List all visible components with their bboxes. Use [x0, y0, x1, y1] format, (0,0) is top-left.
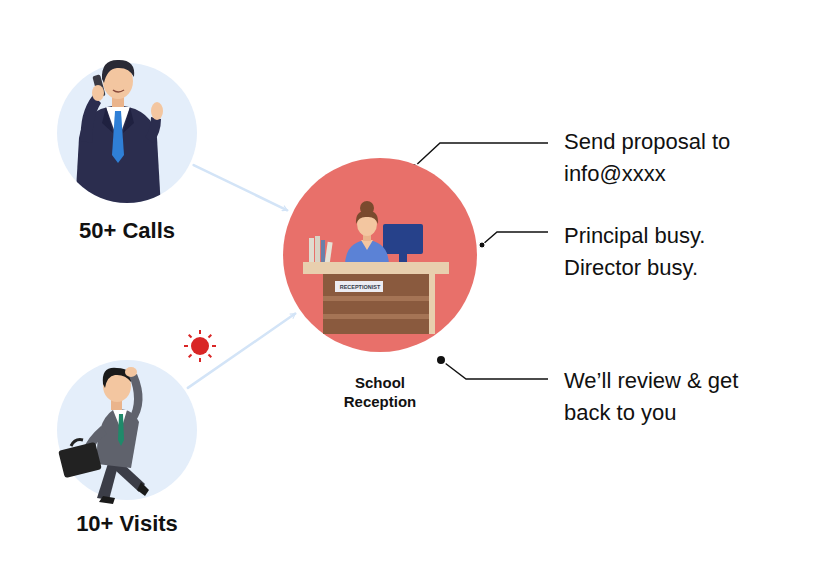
caption-holder: 50+ Calls: [47, 217, 207, 245]
phone-man-illustration: [57, 63, 197, 203]
flow-arrow: [188, 314, 295, 388]
callout-text: Send proposal to info@xxxx: [564, 126, 764, 190]
leader-dot: [479, 242, 485, 248]
node-label: School Reception: [330, 374, 430, 412]
receptionist-illustration: [283, 158, 477, 352]
leader-dot: [436, 355, 446, 365]
node-label: 50+ Calls: [47, 217, 207, 245]
calls-circle: 50+ Calls: [57, 63, 197, 203]
callout-text: We’ll review & get back to you: [564, 365, 764, 429]
flow-arrow: [194, 165, 288, 210]
leader-line: [482, 232, 548, 245]
running-man-illustration: [57, 360, 197, 500]
reception-circle: School Reception: [283, 158, 477, 352]
callout-text: Principal busy. Director busy.: [564, 220, 764, 284]
desk-sign-text: RECEPTIONIST: [336, 282, 384, 292]
node-label: 10+ Visits: [47, 510, 207, 538]
visits-circle: 10+ Visits: [57, 360, 197, 500]
caption-holder: School Reception: [330, 374, 430, 412]
leader-line: [441, 360, 548, 379]
caption-holder: 10+ Visits: [47, 510, 207, 538]
leader-line: [413, 143, 548, 168]
